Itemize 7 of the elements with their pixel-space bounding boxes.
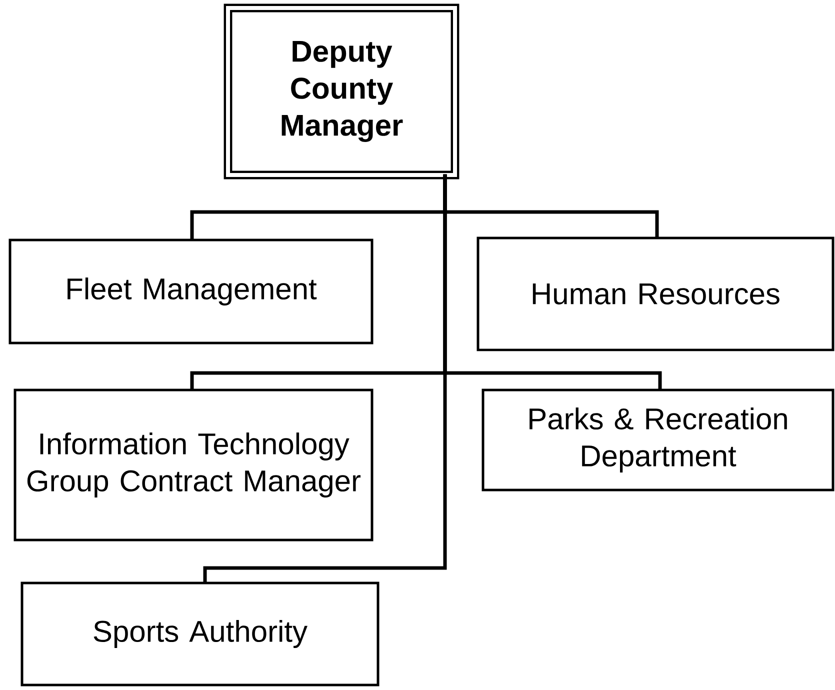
manager-box: Deputy County Manager (224, 4, 460, 180)
department-box: Human Resources (476, 236, 834, 352)
department-box: Parks & Recreation Department (482, 388, 834, 492)
department-box: Information Technology Group Contract Manager (14, 388, 374, 542)
department-box: Fleet Management (8, 238, 374, 344)
connector-line (203, 174, 447, 584)
department-box: Sports Authority (20, 582, 380, 686)
